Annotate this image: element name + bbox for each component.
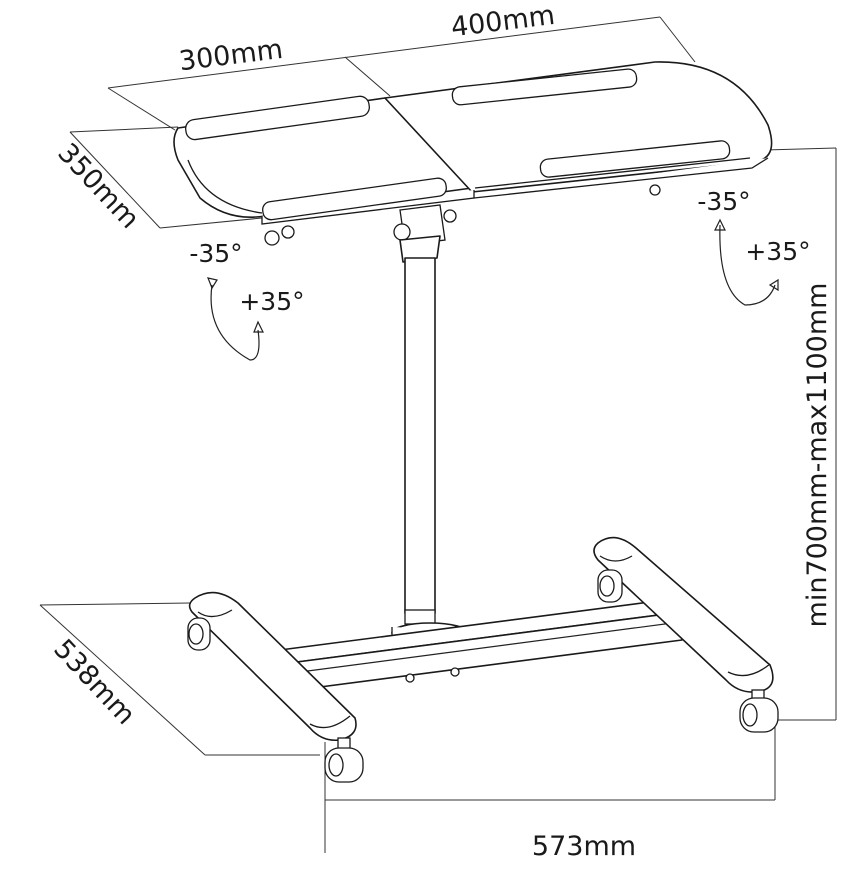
base-crossbar-groove [299, 621, 681, 673]
laptop-tray [173, 61, 773, 246]
dim-label-400: 400mm [449, 0, 556, 43]
tray-grip-front-right [539, 140, 731, 178]
casters [187, 569, 779, 783]
base-leg-right-cap-back [599, 555, 633, 562]
tilt-left-plus-label: +35° [239, 287, 304, 316]
base-bolt-1 [405, 673, 415, 683]
base-bolt-2 [450, 667, 460, 677]
column-bottom-collar [404, 609, 436, 625]
tray-left-edge [187, 159, 263, 214]
tilt-right-minus-label: -35° [697, 187, 750, 216]
tilt-arrow-right [714, 218, 779, 306]
tray-grip-back-right [451, 68, 638, 106]
tilt-right-plus-label: +35° [745, 237, 810, 266]
dim-label-538: 538mm [47, 634, 141, 731]
tilt-arrow-left [207, 277, 264, 361]
tray-stopper-left-2 [281, 225, 295, 239]
tilt-left-minus-label: -35° [189, 239, 242, 268]
tray-grip-back-left [185, 95, 370, 141]
tray-right-edge [474, 157, 751, 189]
tray-stopper-right [649, 184, 661, 196]
caster-back-right [597, 569, 623, 603]
caster-front-left [324, 737, 364, 783]
tray-right-thickness [473, 157, 769, 199]
dim-label-573: 573mm [532, 831, 636, 862]
column [391, 235, 469, 644]
column-pole [404, 257, 436, 614]
base-leg-right-cap-front [727, 663, 771, 677]
base-leg-left-cap-back [197, 609, 233, 618]
height-knob [393, 223, 411, 241]
dim-label-300: 300mm [177, 34, 284, 77]
caster-front-right [739, 689, 779, 733]
base [188, 536, 774, 742]
tray-stopper-mid [443, 209, 457, 223]
caster-back-left [187, 617, 211, 651]
dim-label-350: 350mm [51, 138, 145, 235]
tray-stopper-left [264, 230, 280, 246]
column-collar [399, 235, 441, 263]
base-leg-left-cap-front [309, 715, 351, 729]
dimension-lines [39, 16, 837, 853]
tray-grip-front-left [262, 177, 447, 221]
dim-label-height: min700mm-max1100mm [802, 283, 833, 628]
